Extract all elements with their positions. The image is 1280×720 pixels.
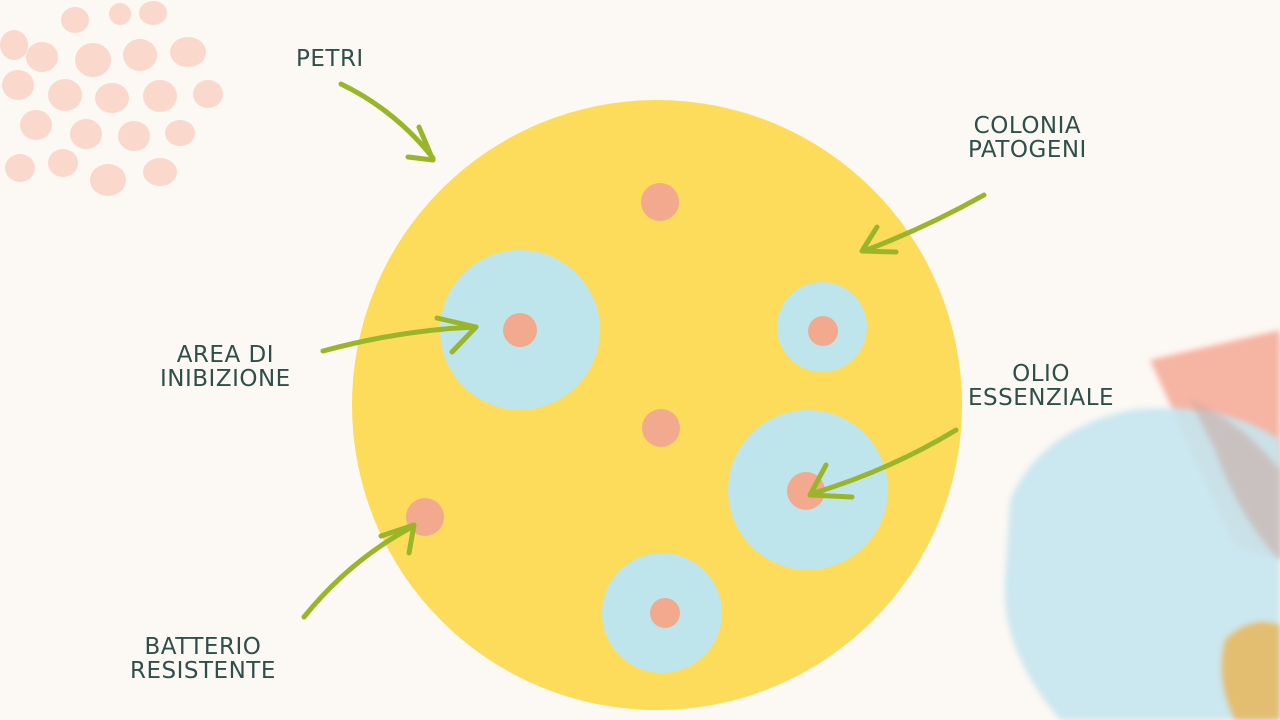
label-batterio-resistente-line-1: BATTERIO	[144, 634, 262, 660]
pathogen-colony	[503, 313, 537, 347]
label-area-di-inibizione-line-2: INIBIZIONE	[160, 366, 291, 392]
arrow-petri	[338, 81, 436, 163]
label-batterio-resistente: BATTERIO RESISTENTE	[130, 635, 276, 683]
label-batterio-resistente-line-2: RESISTENTE	[130, 658, 276, 684]
petri-dish	[352, 100, 962, 710]
pathogen-colony	[641, 183, 679, 221]
label-olio-essenziale-line-2: ESSENZIALE	[968, 385, 1115, 411]
decorative-watercolor	[1004, 330, 1280, 720]
label-colonia-patogeni-line-2: PATOGENI	[968, 137, 1087, 163]
label-area-di-inibizione-line-1: AREA DI	[176, 342, 274, 368]
arrows	[301, 81, 987, 620]
arrow-area-di-inibizione	[320, 315, 479, 355]
label-colonia-patogeni-line-1: COLONIA	[973, 113, 1082, 139]
label-petri: PETRI	[296, 47, 364, 71]
arrow-olio-essenziale	[807, 427, 959, 500]
decorative-dots	[0, 1, 223, 196]
label-colonia-patogeni: COLONIA PATOGENI	[968, 114, 1087, 162]
arrow-batterio-resistente	[301, 522, 417, 620]
label-petri-line: PETRI	[296, 46, 364, 72]
pathogen-colony	[650, 598, 680, 628]
pathogen-colony	[808, 316, 838, 346]
pathogen-colony	[642, 409, 680, 447]
label-olio-essenziale-line-1: OLIO	[1012, 361, 1070, 387]
label-olio-essenziale: OLIO ESSENZIALE	[968, 362, 1114, 410]
label-area-di-inibizione: AREA DI INIBIZIONE	[160, 343, 291, 391]
arrow-colonia-patogeni	[859, 192, 987, 255]
